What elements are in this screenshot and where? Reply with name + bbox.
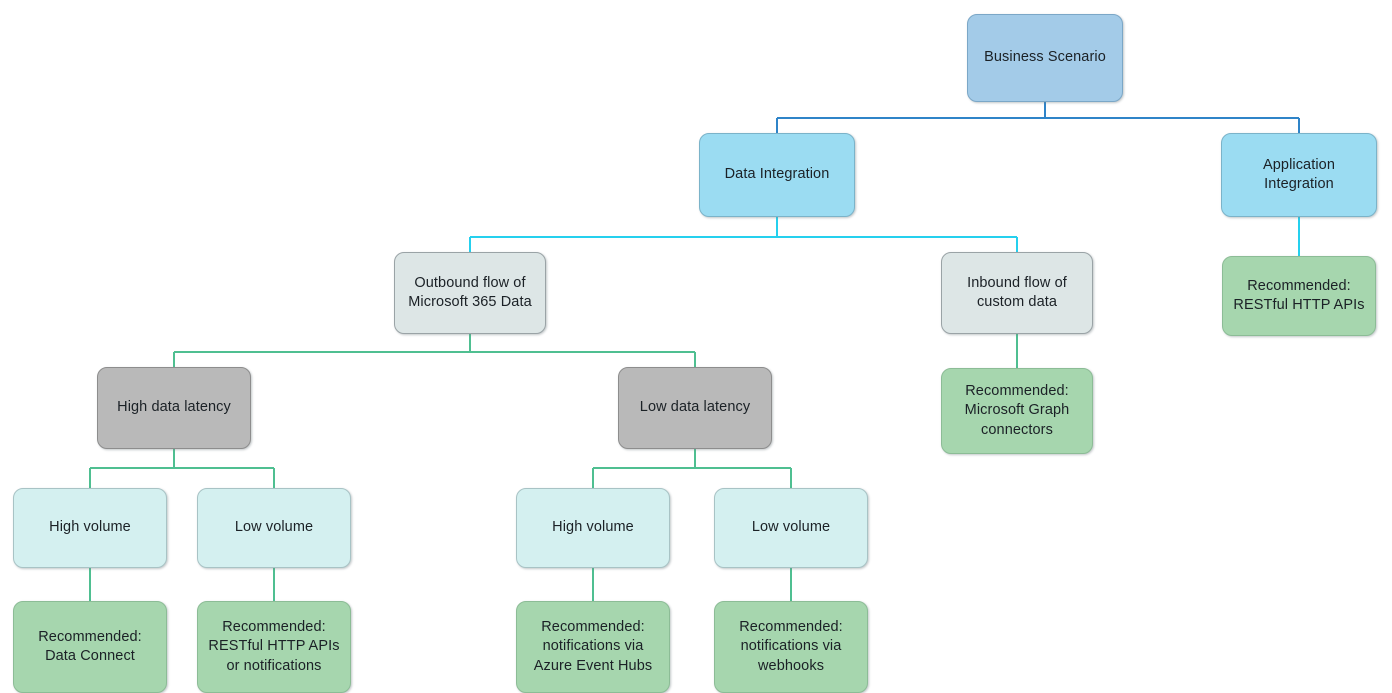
node-low-volume-latency: Low volume xyxy=(197,488,351,568)
node-rec-azure-event-hubs: Recommended: notifications via Azure Eve… xyxy=(516,601,670,693)
node-low-data-latency: Low data latency xyxy=(618,367,772,449)
node-label: High volume xyxy=(49,519,131,536)
connector-outbound-flow-to-latency xyxy=(173,334,696,367)
node-outbound-flow: Outbound flow of Microsoft 365 Data xyxy=(394,252,546,334)
node-rec-restful-http-apis: Recommended: RESTful HTTP APIs xyxy=(1222,256,1376,336)
node-data-integration: Data Integration xyxy=(699,133,855,217)
node-label: High volume xyxy=(552,519,634,536)
node-rec-webhooks: Recommended: notifications via webhooks xyxy=(714,601,868,693)
node-application-integration: Application Integration xyxy=(1221,133,1377,217)
connector-high-latency-to-volume xyxy=(89,449,275,488)
node-label: Recommended: notifications via webhooks xyxy=(739,619,843,674)
node-business-scenario: Business Scenario xyxy=(967,14,1123,102)
node-label: Recommended: RESTful HTTP APIs or notifi… xyxy=(208,619,340,674)
node-high-volume-lowlatency: High volume xyxy=(516,488,670,568)
node-label: Recommended: RESTful HTTP APIs xyxy=(1233,277,1365,313)
connector-business-scenario-to-level2 xyxy=(776,102,1300,133)
node-label: Business Scenario xyxy=(984,49,1106,66)
node-label: Application Integration xyxy=(1262,156,1336,192)
connector-data-integration-to-level3 xyxy=(469,217,1018,252)
node-label: Inbound flow of custom data xyxy=(967,274,1067,310)
node-label: Recommended: notifications via Azure Eve… xyxy=(533,619,653,674)
node-rec-graph-connectors: Recommended: Microsoft Graph connectors xyxy=(941,368,1093,454)
node-label: Recommended: Data Connect xyxy=(38,628,142,664)
node-label: Data Integration xyxy=(724,166,830,183)
node-rec-data-connect: Recommended: Data Connect xyxy=(13,601,167,693)
node-label: Low data latency xyxy=(639,399,751,416)
node-low-volume-lowlatency: Low volume xyxy=(714,488,868,568)
node-inbound-flow: Inbound flow of custom data xyxy=(941,252,1093,334)
node-high-volume-latency: High volume xyxy=(13,488,167,568)
connector-low-latency-to-volume xyxy=(592,449,792,488)
node-label: Low volume xyxy=(751,519,831,536)
node-label: Low volume xyxy=(234,519,314,536)
node-high-data-latency: High data latency xyxy=(97,367,251,449)
node-label: Outbound flow of Microsoft 365 Data xyxy=(408,274,532,310)
node-label: High data latency xyxy=(117,399,231,416)
node-label: Recommended: Microsoft Graph connectors xyxy=(964,383,1070,438)
node-rec-restful-or-notif: Recommended: RESTful HTTP APIs or notifi… xyxy=(197,601,351,693)
